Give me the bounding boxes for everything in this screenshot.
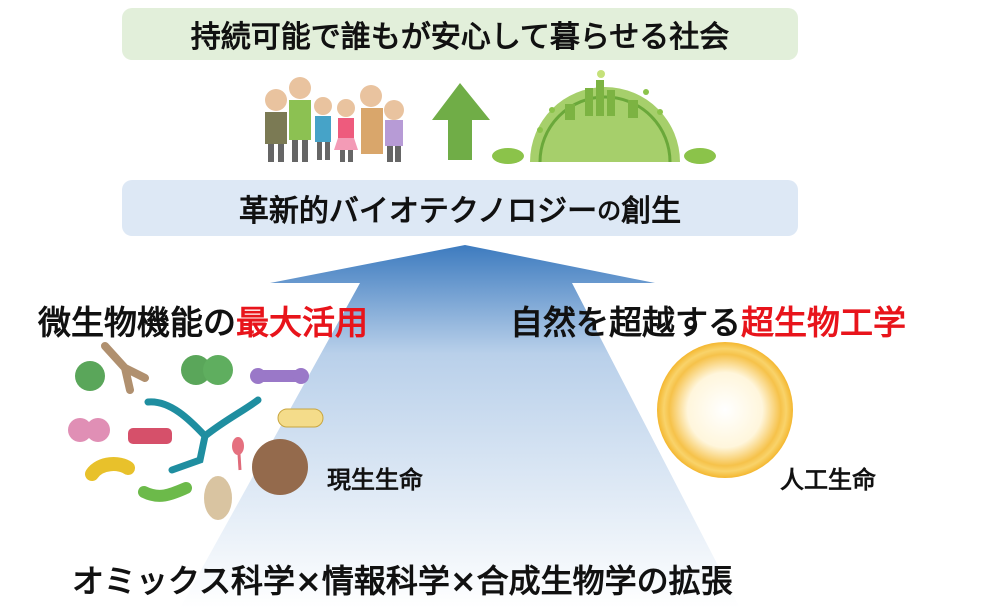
blue-up-arrow [180,245,740,608]
technology-main: 革新的バイオテクノロジー [238,194,598,229]
goal-text: 持続可能で誰もが安心して暮らせる社会 [190,20,730,55]
bottom-caption: オミックス科学×情報科学×合成生物学の拡張 [72,562,733,600]
technology-end: 創生 [621,194,682,229]
microbes-illustration [68,342,324,520]
family-illustration [265,77,404,162]
goal-banner: 持続可能で誰もが安心して暮らせる社会 [122,8,798,60]
right-heading: 自然を超越する超生物工学 [510,296,906,344]
left-heading-black: 微生物機能の [38,303,236,342]
left-heading-red: 最大活用 [236,303,368,342]
artificial-cell-illustration [657,342,793,478]
eco-globe-illustration [492,70,716,164]
right-heading-black: 自然を超越する [510,303,741,342]
technology-particle: の [597,196,622,225]
artificial-life-label: 人工生命 [780,466,876,494]
right-heading-red: 超生物工学 [741,303,906,342]
green-up-arrow [432,83,490,160]
technology-banner: 革新的バイオテクノロジーの創生 [122,180,798,236]
left-heading: 微生物機能の最大活用 [38,296,368,344]
extant-life-label: 現生生命 [327,466,423,494]
